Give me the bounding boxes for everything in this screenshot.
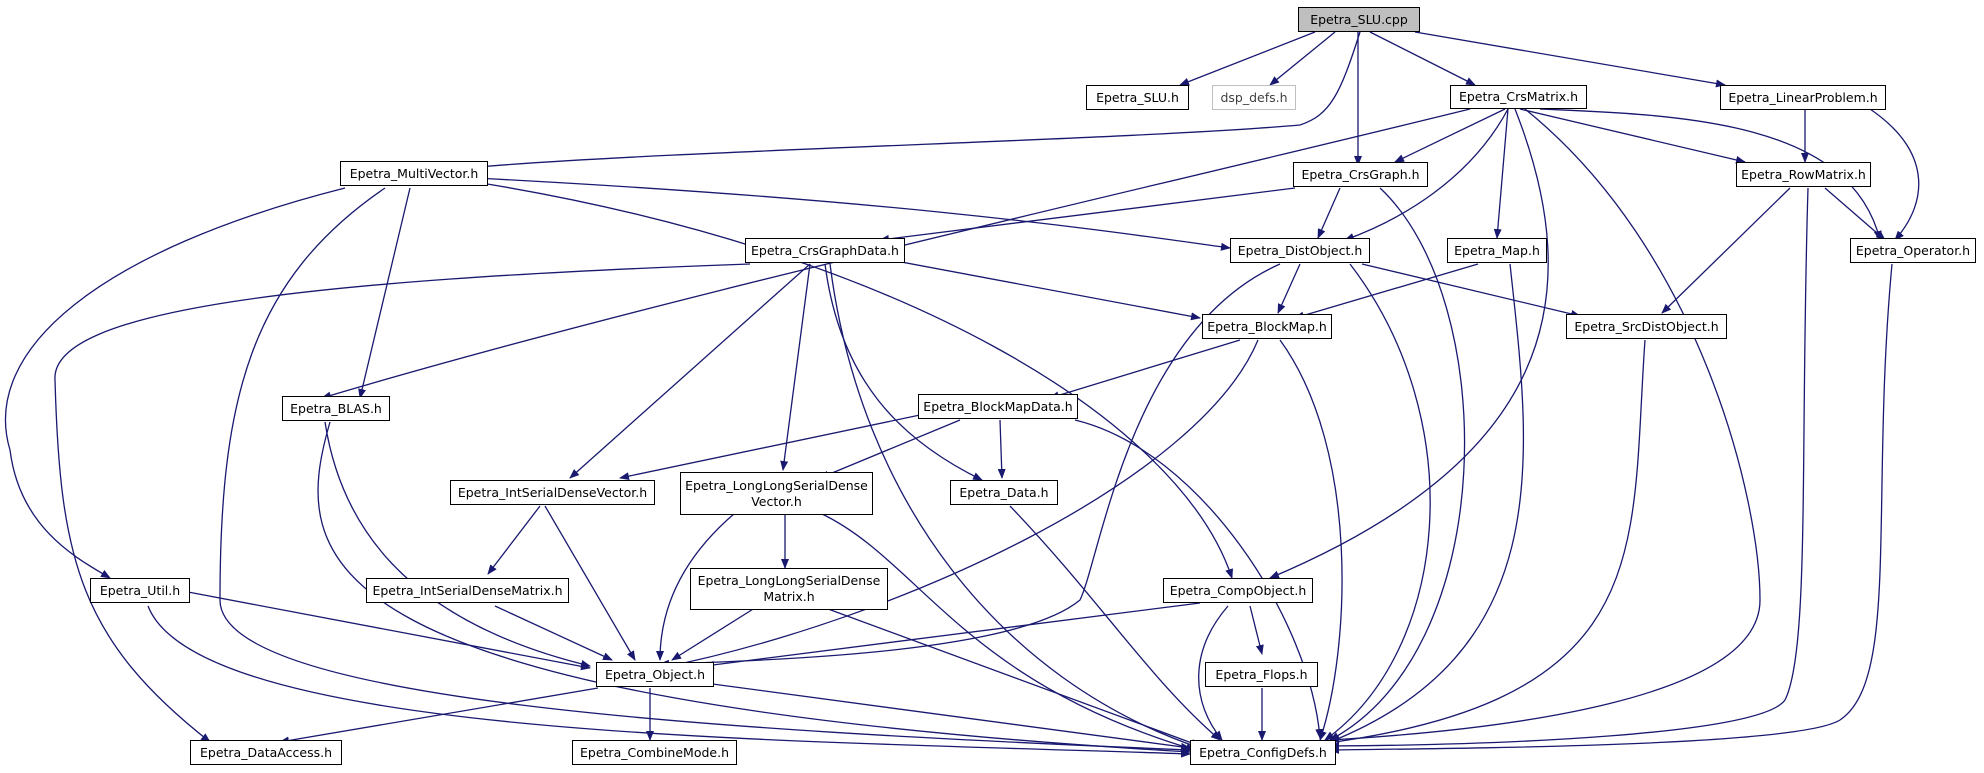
edge-map-to-configdefs [1329,263,1525,743]
edge-operator-to-configdefs [1329,263,1893,754]
edge-llsdv-to-configdefs [819,512,1196,752]
edge-distobject-to-srcdistobject [1361,263,1581,318]
node-epetra-crsgraph-h[interactable]: Epetra_CrsGraph.h [1293,162,1428,187]
node-epetra-linearproblem-h[interactable]: Epetra_LinearProblem.h [1720,85,1886,110]
node-epetra-crsgraphdata-h[interactable]: Epetra_CrsGraphData.h [745,238,905,263]
edge-blockmap-to-object [659,339,1259,671]
node-epetra-data-h[interactable]: Epetra_Data.h [950,480,1058,505]
edge-blockmapdata-to-llsdv [819,419,961,479]
edge-blockmapdata-to-intserialdensevector [619,414,921,481]
edge-isdm-to-object [494,605,613,661]
edge-distobject-to-blockmap [1277,263,1301,314]
edge-crsgraphdata-to-blockmap [879,257,1201,321]
edge-blockmap-to-configdefs [1279,339,1343,741]
node-epetra-compobject-h[interactable]: Epetra_CompObject.h [1163,578,1313,603]
edge-compobject-to-configdefs [1198,605,1229,741]
edge-crsmatrix-to-distobject [1344,108,1509,241]
node-epetra-operator-h[interactable]: Epetra_Operator.h [1850,238,1976,263]
edge-crsmatrix-to-crsgraph [1394,108,1506,163]
edge-slu-cpp-to-dsp-defs [1269,31,1336,86]
node-epetra-blockmap-h[interactable]: Epetra_BlockMap.h [1202,314,1332,339]
edge-isdv-to-object [544,505,636,661]
edge-multivector-to-compobject [474,181,1233,579]
node-epetra-rowmatrix-h[interactable]: Epetra_RowMatrix.h [1736,162,1871,187]
node-epetra-intserialdensevector-h[interactable]: Epetra_IntSerialDenseVector.h [450,480,655,505]
edge-slu-cpp-to-crsmatrix [1369,31,1476,86]
node-epetra-slu-h[interactable]: Epetra_SLU.h [1086,85,1189,110]
node-epetra-multivector-h[interactable]: Epetra_MultiVector.h [340,161,488,186]
edge-data-to-configdefs [1009,505,1221,741]
node-llsdv-label-line-1: Epetra_LongLongSerialDense [685,477,868,493]
edge-util-to-configdefs [147,605,1191,758]
node-epetra-dataaccess-h[interactable]: Epetra_DataAccess.h [190,740,342,765]
edge-crsgraphdata-to-configdefs [829,263,1201,749]
node-epetra-srcdistobject-h[interactable]: Epetra_SrcDistObject.h [1566,314,1727,339]
edge-slu-cpp-to-linearproblem [1414,31,1726,88]
edge-crsmatrix-to-rowmatrix [1519,108,1746,164]
node-llsdm-label-line-1: Epetra_LongLongSerialDense [697,573,881,588]
edge-blas-to-configdefs [317,421,1191,756]
edge-multivector-to-blas [358,187,411,399]
edge-compobject-to-object [704,602,1201,669]
edge-crsgraphdata-to-data [824,263,983,481]
node-epetra-flops-h[interactable]: Epetra_Flops.h [1205,662,1318,687]
node-epetra-slu-cpp[interactable]: Epetra_SLU.cpp [1298,7,1420,32]
edge-llsdm-to-object [671,605,759,661]
edge-multivector-to-configdefs [219,187,1191,754]
node-epetra-intserialdensematrix-h[interactable]: Epetra_IntSerialDenseMatrix.h [366,578,569,603]
edge-multivector-to-distobject [474,177,1231,251]
node-llsdv-label-line-2: Vector.h [751,493,802,509]
edge-rowmatrix-to-configdefs [1329,187,1809,750]
node-epetra-util-h[interactable]: Epetra_Util.h [90,578,190,603]
edge-blas-to-object [324,421,591,668]
node-epetra-configdefs-h[interactable]: Epetra_ConfigDefs.h [1190,740,1336,765]
node-epetra-combinemode-h[interactable]: Epetra_CombineMode.h [572,740,737,765]
edge-map-to-blockmap [1294,263,1479,320]
edge-crsmatrix-to-compobject [1269,108,1549,579]
edge-crsgraphdata-to-llsdv [780,263,811,471]
node-epetra-distobject-h[interactable]: Epetra_DistObject.h [1230,238,1370,263]
edge-multivector-to-util [4,187,346,579]
node-epetra-longlongserialdensematrix-h[interactable]: Epetra_LongLongSerialDense Matrix.h [690,568,888,610]
edge-compobject-to-flops [1249,605,1264,655]
edge-crsgraph-to-configdefs [1329,187,1466,741]
edge-blockmap-to-blockmapdata [1049,339,1241,400]
node-llsdm-label-line-2: Matrix.h [763,589,815,604]
edge-crsgraphdata-to-intserialdensevector [569,263,811,479]
edges [4,31,1920,758]
node-dsp-defs-h[interactable]: dsp_defs.h [1212,85,1296,110]
edge-llsdv-to-object [656,512,736,661]
node-epetra-object-h[interactable]: Epetra_Object.h [596,662,714,687]
edge-linearproblem-to-operator [1869,108,1920,241]
edge-distobject-to-configdefs [1324,263,1431,741]
edge-object-to-dataaccess [279,687,599,745]
node-epetra-blas-h[interactable]: Epetra_BLAS.h [282,396,390,421]
edge-slu-cpp-to-multivector [477,31,1361,171]
edge-srcdistobject-to-configdefs [1319,339,1646,747]
node-epetra-crsmatrix-h[interactable]: Epetra_CrsMatrix.h [1450,85,1587,109]
edge-blockmapdata-to-configdefs [1074,419,1324,739]
edge-rowmatrix-to-srcdistobject [1661,187,1791,314]
edge-crsmatrix-to-map [1493,108,1509,239]
edge-llsdm-to-configdefs [819,605,1201,747]
edge-blockmapdata-to-data [997,419,1006,479]
edge-object-to-configdefs [704,682,1191,751]
edge-crsmatrix-to-configdefs [1329,108,1761,744]
edge-rowmatrix-to-operator [1824,187,1886,241]
node-epetra-map-h[interactable]: Epetra_Map.h [1447,238,1547,263]
edge-crsgraph-to-crsgraphdata [879,187,1296,243]
edge-distobject-to-object [659,263,1281,668]
node-epetra-longlongserialdensevector-h[interactable]: Epetra_LongLongSerialDense Vector.h [680,472,873,515]
edge-crsgraph-to-distobject [1317,187,1341,239]
edge-isdv-to-isdm [487,505,541,575]
edge-slu-cpp-to-slu-h [1179,31,1316,86]
node-epetra-blockmapdata-h[interactable]: Epetra_BlockMapData.h [918,394,1078,419]
edge-crsmatrix-to-operator [1539,108,1882,241]
edge-util-to-object [187,591,591,671]
edge-crsgraphdata-to-dataaccess [54,263,751,743]
